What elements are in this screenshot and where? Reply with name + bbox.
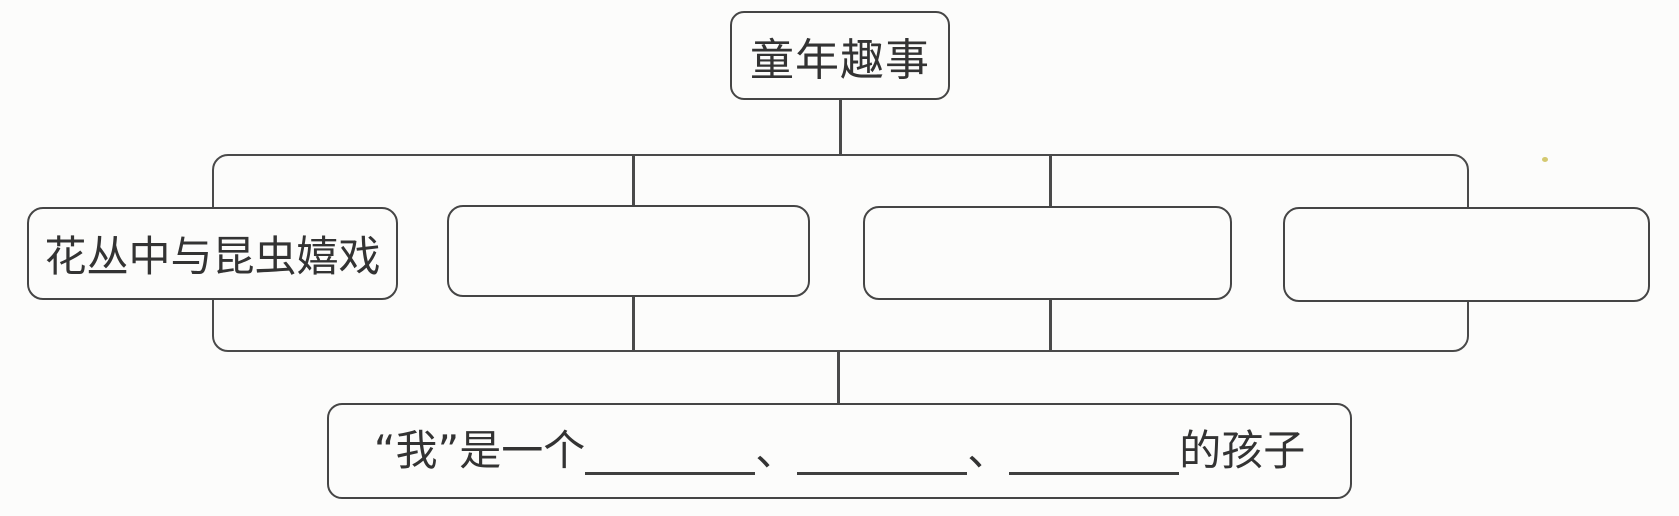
branch-box-4-empty — [1283, 207, 1650, 302]
connector-root-stub — [839, 99, 842, 155]
conclusion-blank-2 — [797, 472, 968, 475]
scan-artifact-dot — [1542, 157, 1548, 162]
root-node-label: 童年趣事 — [750, 34, 930, 86]
conclusion-prefix: “我”是一个 — [373, 426, 586, 475]
connector-conclusion-stub — [837, 352, 840, 403]
branch-box-2-empty — [447, 205, 810, 297]
branch-box-1: 花丛中与昆虫嬉戏 — [27, 207, 398, 300]
conclusion-blank-1 — [585, 472, 756, 475]
conclusion-suffix: 的孩子 — [1179, 426, 1306, 475]
conclusion-separator-1: 、 — [755, 426, 798, 475]
branch-box-3-empty — [863, 206, 1232, 300]
conclusion-node: “我”是一个 、 、 的孩子 — [327, 403, 1352, 499]
conclusion-separator-2: 、 — [967, 426, 1010, 475]
root-node: 童年趣事 — [730, 11, 950, 100]
connector-bracket — [212, 154, 1469, 352]
conclusion-blank-3 — [1009, 472, 1180, 475]
branch-1-label: 花丛中与昆虫嬉戏 — [44, 232, 381, 281]
